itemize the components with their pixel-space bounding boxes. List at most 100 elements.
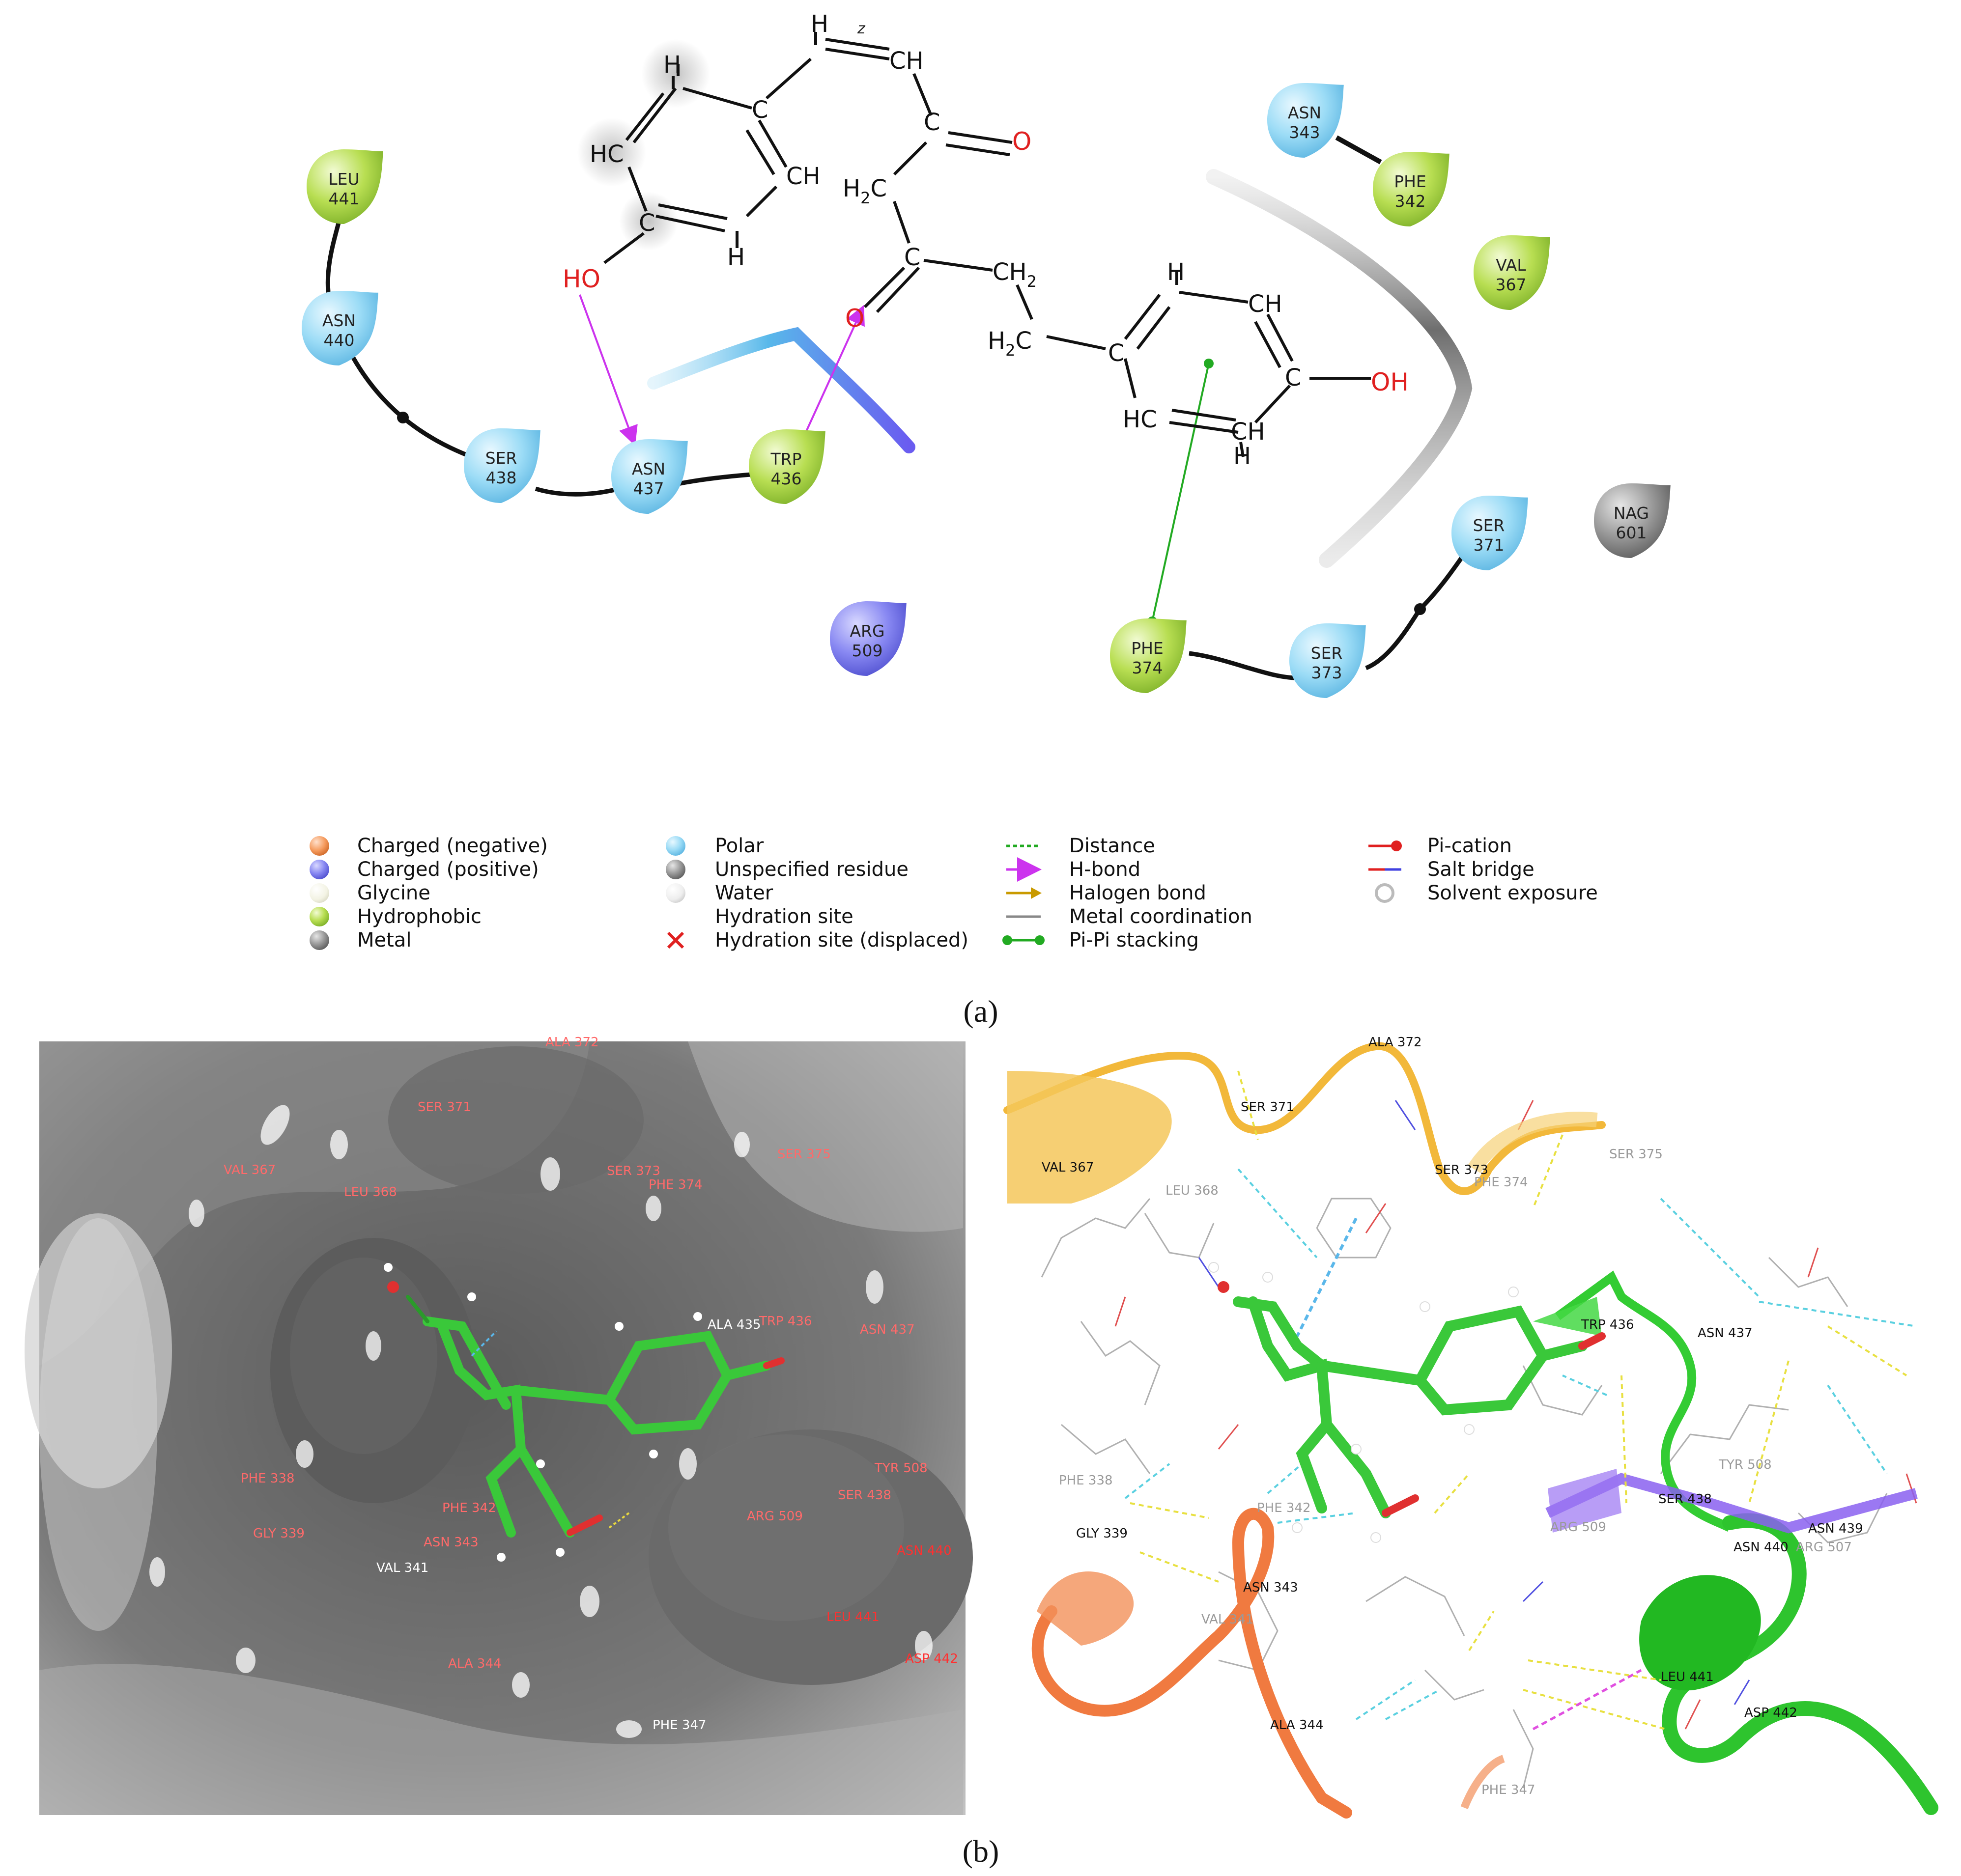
atom-h2c: H2C [988, 327, 1032, 360]
atom-ch: CH [1231, 418, 1265, 446]
ribbon-label: SER 371 [1241, 1100, 1294, 1115]
residue-badge [749, 429, 825, 504]
legend-distance: Distance [1069, 835, 1155, 857]
surface-label: PHE 374 [649, 1177, 703, 1192]
backbone-asn343-phe342 [1335, 135, 1382, 165]
residue-badge [1474, 235, 1550, 310]
panel-a: H H z CH C HC CH C H HO C O H2C C O CH2 … [302, 10, 1671, 1029]
ribbon-label: ASP 442 [1744, 1706, 1797, 1720]
residue-name: SER [1311, 644, 1343, 663]
legend-unspecified: Unspecified residue [715, 858, 909, 881]
ribbon-label: PHE 374 [1474, 1175, 1528, 1190]
ribbon-label: SER 373 [1435, 1163, 1488, 1177]
residue-name: SER [1473, 516, 1505, 535]
hbond-ho-asn437 [579, 294, 638, 446]
legend-halogen-bond: Halogen bond [1069, 882, 1206, 904]
surface-label: PHE 342 [442, 1501, 496, 1515]
ligand-structure: H H z CH C HC CH C H HO C O H2C C O CH2 … [563, 10, 1409, 470]
backbone-node [1414, 603, 1426, 615]
ribbon-label: SER 438 [1658, 1492, 1712, 1507]
residue-number: 440 [324, 331, 355, 350]
residue-number: 367 [1496, 275, 1527, 294]
residue-number: 438 [486, 468, 517, 487]
legend-swatch-unspecified [666, 860, 685, 879]
surface-label: VAL 367 [224, 1163, 276, 1177]
legend-solvent-exposure: Solvent exposure [1427, 882, 1598, 904]
ribbon-label: TRP 436 [1581, 1317, 1634, 1332]
residue-name: ASN [322, 311, 356, 330]
atom-h: H [1233, 443, 1251, 470]
ribbon-label: PHE 347 [1481, 1783, 1535, 1797]
pocket-arc [1206, 169, 1473, 568]
residue-badge [830, 601, 907, 676]
residue-badge [307, 149, 383, 224]
surface-label: SER 438 [838, 1488, 891, 1503]
ribbon-view: ALA 372 SER 371 VAL 367 LEU 368 SER 373 … [1003, 1035, 1938, 1819]
legend-water: Water [715, 882, 773, 904]
legend-swatch-hydration-displaced [667, 931, 684, 949]
residue-badge [1110, 618, 1187, 693]
legend-hbond: H-bond [1069, 858, 1140, 881]
atom-h: H [811, 10, 828, 38]
surface-label: ALA 435 [708, 1317, 761, 1332]
atom-ch: CH [1248, 290, 1282, 318]
atom-hc: HC [1123, 406, 1157, 433]
atom-h2c-group: H2C [843, 175, 887, 207]
legend-swatch-glycine [310, 883, 329, 903]
residue-badge [302, 291, 378, 365]
atom-ch2-group: CH2 [993, 258, 1037, 291]
surface-label: TRP 436 [759, 1314, 812, 1329]
legend-swatch-charged-positive [310, 860, 329, 879]
legend-hydration-displaced: Hydration site (displaced) [715, 929, 968, 952]
residue-badge [1267, 83, 1344, 158]
atom-c: C [904, 244, 921, 271]
atom-hc: HC [590, 140, 624, 168]
residue-number: 343 [1289, 123, 1320, 142]
legend-polar: Polar [715, 835, 764, 857]
residue-name: ARG [850, 621, 884, 641]
ribbon-label: ALA 344 [1270, 1718, 1324, 1733]
surface-label: LEU 441 [826, 1610, 880, 1624]
legend-swatch-water [666, 883, 685, 903]
surface-label: TYR 508 [874, 1461, 928, 1476]
residue-number: 441 [329, 189, 360, 208]
atom-c: C [1285, 364, 1302, 392]
surface-label: GLY 339 [253, 1526, 305, 1541]
ribbon-label: LEU 368 [1165, 1183, 1219, 1198]
ribbon-label: PHE 338 [1059, 1473, 1113, 1488]
residue-badge [1594, 483, 1671, 558]
ribbon-label: ASN 439 [1808, 1521, 1863, 1536]
backbone-node [397, 412, 409, 423]
atom-h: H [1167, 258, 1185, 286]
stereo-z-label: z [857, 20, 866, 37]
residue-name: VAL [1496, 255, 1526, 275]
residue-badge [1289, 623, 1366, 698]
atom-ho: HO [563, 265, 600, 293]
legend-metal-coordination: Metal coordination [1069, 905, 1252, 928]
residue-badge [1451, 496, 1528, 570]
residue-name: ASN [632, 459, 665, 478]
atom-h2c-group: H2C [988, 327, 1032, 360]
legend-swatch-solvent-exposure [1375, 883, 1394, 903]
residue-badge [611, 439, 688, 514]
legend-salt-bridge: Salt bridge [1427, 858, 1535, 881]
surface-label: LEU 368 [344, 1185, 397, 1200]
residue-name: SER [485, 448, 517, 468]
residue-name: LEU [328, 169, 359, 189]
surface-label: ALA 372 [545, 1035, 599, 1050]
residue-number: 509 [852, 641, 883, 660]
atom-o: O [1012, 127, 1031, 156]
surface-label: ASN 440 [897, 1543, 952, 1558]
hbond-trp436-o [805, 305, 865, 433]
residue-number: 601 [1616, 523, 1647, 542]
legend-charged-positive: Charged (positive) [357, 858, 539, 881]
atom-c: C [924, 109, 940, 136]
ribbon-label: LEU 441 [1661, 1670, 1714, 1684]
caption-a: (a) [963, 994, 998, 1029]
legend-glycine: Glycine [357, 882, 430, 904]
ribbon-label: ASN 437 [1698, 1326, 1753, 1341]
